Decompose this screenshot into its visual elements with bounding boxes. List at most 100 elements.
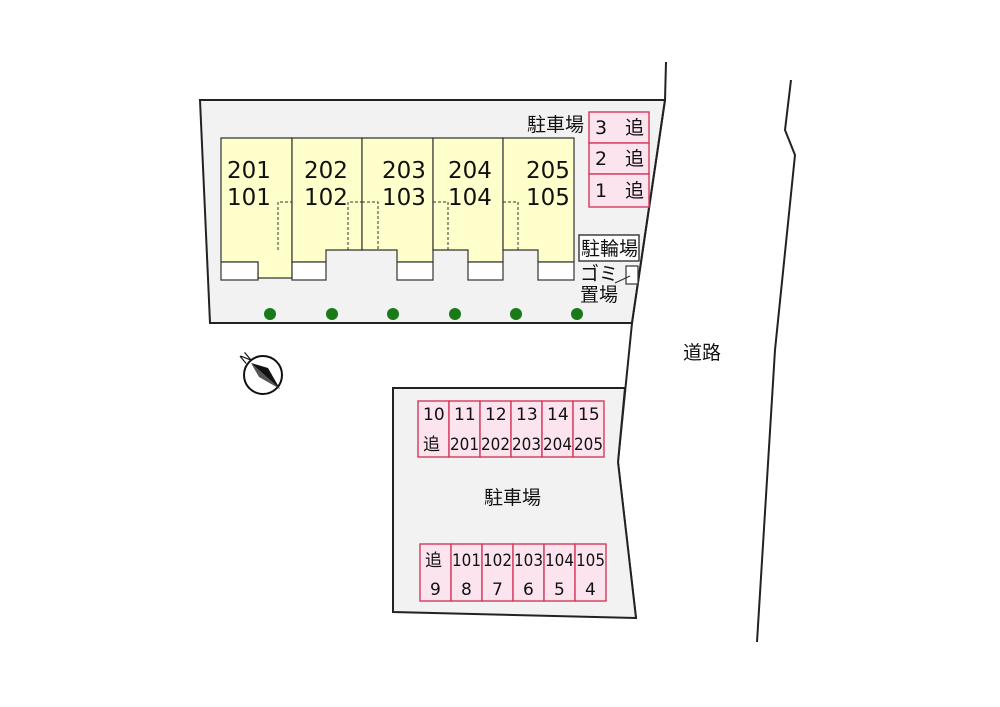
unit-number-upper: 201 bbox=[227, 158, 271, 184]
parking-stall-number: 14 bbox=[547, 405, 569, 425]
parking-stall-box bbox=[574, 543, 607, 602]
parking-stall-number: 1 bbox=[595, 180, 607, 202]
parking-stall-label: 追 bbox=[425, 551, 442, 571]
unit-entrance-line bbox=[347, 201, 362, 250]
parking-stall[interactable]: 102 7 bbox=[481, 543, 514, 602]
top-parking-stalls: 3 追 2 追 1 追 bbox=[588, 111, 650, 208]
unit-block: 204 104 bbox=[432, 137, 504, 281]
compass-needle-light bbox=[251, 363, 280, 389]
parking-stall-number: 8 bbox=[461, 580, 472, 600]
parking-stall-label: 204 bbox=[543, 435, 572, 455]
parking-stall-label: 103 bbox=[514, 551, 543, 571]
parking-stall-label: 追 bbox=[625, 117, 644, 139]
tree-icon bbox=[449, 308, 461, 320]
unit-number-upper: 202 bbox=[304, 158, 348, 184]
unit-number-upper: 205 bbox=[526, 158, 570, 184]
parking-stall[interactable]: 3 追 bbox=[588, 111, 650, 144]
garbage-area-label-line2: 置場 bbox=[580, 284, 618, 306]
parking-label-main: 駐車場 bbox=[484, 487, 541, 509]
unit-block: 205 105 bbox=[502, 137, 575, 281]
parking-stall-number: 13 bbox=[516, 405, 538, 425]
unit-balcony bbox=[537, 261, 575, 281]
parking-stall-number: 9 bbox=[430, 580, 441, 600]
parking-stall-box bbox=[543, 543, 576, 602]
parking-stall[interactable]: 2 追 bbox=[588, 142, 650, 175]
parking-stall-label: 追 bbox=[423, 435, 440, 455]
parking-stall-box bbox=[588, 142, 650, 175]
tree-icon bbox=[510, 308, 522, 320]
parking-stall-number: 3 bbox=[595, 117, 607, 139]
parking-stall-box bbox=[481, 543, 514, 602]
parking-stall-box bbox=[419, 543, 452, 602]
parking-stall-box bbox=[588, 173, 650, 208]
north-arrow-icon: N bbox=[238, 350, 283, 395]
parking-stall[interactable]: 10 追 bbox=[417, 400, 450, 458]
unit-number-lower: 103 bbox=[382, 185, 426, 211]
unit-number-upper: 203 bbox=[382, 158, 426, 184]
parking-stall[interactable]: 103 6 bbox=[512, 543, 545, 602]
parking-stall-number: 5 bbox=[554, 580, 565, 600]
parking-stall-box bbox=[541, 400, 574, 458]
tree-icon bbox=[387, 308, 399, 320]
bicycle-parking-box bbox=[578, 234, 640, 262]
parking-stall[interactable]: 1 追 bbox=[588, 173, 650, 208]
parking-stall-label: 追 bbox=[625, 148, 644, 170]
parking-stall-label: 104 bbox=[545, 551, 574, 571]
apartment-building: 201 101 202 102 203 103 204 104 bbox=[220, 137, 575, 281]
parking-stall-number: 10 bbox=[423, 405, 445, 425]
parking-stall-number: 6 bbox=[523, 580, 534, 600]
parking-stall-box bbox=[417, 400, 450, 458]
parking-stall[interactable]: 14 204 bbox=[541, 400, 574, 458]
parking-stall-label: 101 bbox=[452, 551, 481, 571]
parking-stall-label: 105 bbox=[576, 551, 605, 571]
garbage-area-box bbox=[625, 265, 639, 285]
unit-number-upper: 204 bbox=[448, 158, 492, 184]
road-label: 道路 bbox=[683, 342, 721, 364]
parking-stall[interactable]: 104 5 bbox=[543, 543, 576, 602]
unit-entrance-line bbox=[433, 201, 449, 250]
parking-stall[interactable]: 追 9 bbox=[419, 543, 452, 602]
parking-stall[interactable]: 105 4 bbox=[574, 543, 607, 602]
garbage-area-door bbox=[614, 275, 631, 284]
garbage-area-label-line1: ゴミ bbox=[580, 263, 618, 285]
parking-stall-label: 205 bbox=[574, 435, 603, 455]
parking-stall[interactable]: 15 205 bbox=[572, 400, 605, 458]
tree-icon bbox=[326, 308, 338, 320]
parking-stall-label: 102 bbox=[483, 551, 512, 571]
unit-number-lower: 102 bbox=[304, 185, 348, 211]
parking-stall-number: 15 bbox=[578, 405, 600, 425]
parking-stall[interactable]: 13 203 bbox=[510, 400, 543, 458]
parking-stall-label: 202 bbox=[481, 435, 510, 455]
parking-stall-number: 7 bbox=[492, 580, 503, 600]
parking-row-upper: 10 追 11 201 12 202 13 203 14 204 15 205 bbox=[417, 400, 605, 458]
tree-row bbox=[264, 308, 583, 320]
parking-stall-number: 2 bbox=[595, 148, 607, 170]
unit-number-lower: 104 bbox=[448, 185, 492, 211]
parking-stall-label: 追 bbox=[625, 180, 644, 202]
unit-balcony bbox=[396, 261, 434, 281]
parking-stall[interactable]: 11 201 bbox=[448, 400, 481, 458]
tree-icon bbox=[571, 308, 583, 320]
parking-label-top: 駐車場 bbox=[527, 114, 584, 136]
unit-entrance-line bbox=[277, 201, 292, 250]
parking-stall-label: 203 bbox=[512, 435, 541, 455]
parking-stall-box bbox=[572, 400, 605, 458]
parking-stall-box bbox=[479, 400, 512, 458]
unit-block: 202 102 bbox=[291, 137, 363, 281]
parking-stall-number: 12 bbox=[485, 405, 507, 425]
unit-number-lower: 105 bbox=[526, 185, 570, 211]
bicycle-parking-label: 駐輪場 bbox=[581, 238, 638, 260]
parking-stall[interactable]: 101 8 bbox=[450, 543, 483, 602]
parking-stall-label: 201 bbox=[450, 435, 479, 455]
unit-balcony bbox=[467, 261, 504, 281]
parking-row-lower: 追 9 101 8 102 7 103 6 104 5 105 4 bbox=[419, 543, 607, 602]
parking-stall[interactable]: 12 202 bbox=[479, 400, 512, 458]
parking-stall-number: 4 bbox=[585, 580, 596, 600]
unit-entrance-line bbox=[362, 201, 379, 250]
unit-number-lower: 101 bbox=[227, 185, 271, 211]
unit-block: 203 103 bbox=[361, 137, 434, 281]
unit-balcony bbox=[291, 261, 327, 281]
parking-stall-box bbox=[588, 111, 650, 144]
parking-stall-number: 11 bbox=[454, 405, 476, 425]
